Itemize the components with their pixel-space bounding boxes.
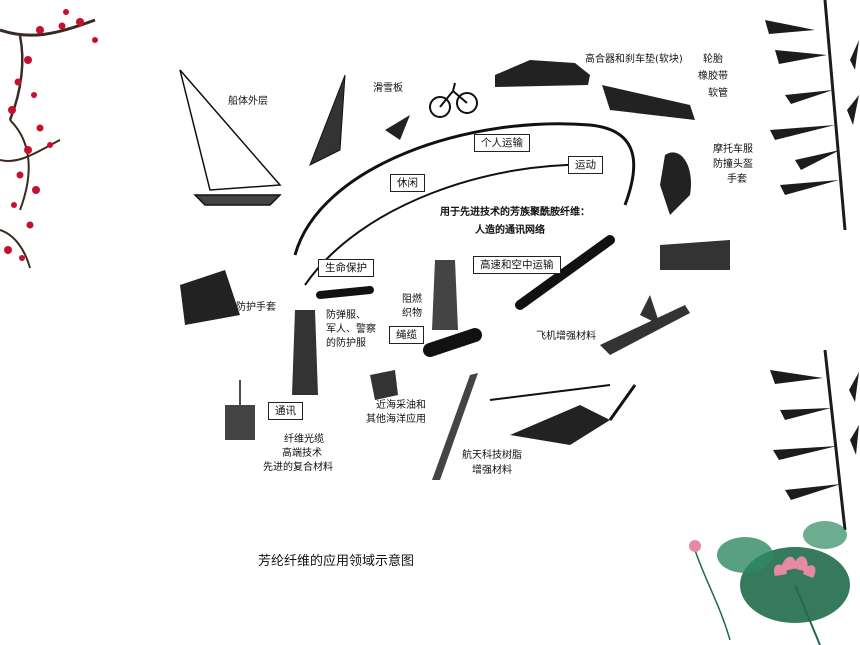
center-text-line1: 用于先进技术的芳族聚酰胺纤维： xyxy=(440,207,590,218)
airplane-drawing xyxy=(600,295,690,355)
helicopter-drawing xyxy=(489,384,637,445)
cable-roll xyxy=(423,328,482,357)
snowboard-drawing xyxy=(385,115,410,140)
offshore-drawing xyxy=(370,370,398,400)
label-bulletproof-3: 的防护服 xyxy=(326,338,366,349)
bamboo-decoration-top xyxy=(765,0,859,230)
soldier-drawing xyxy=(292,310,318,395)
rocket-drawing xyxy=(432,373,478,480)
outer-arc xyxy=(293,122,636,256)
label-brake-pads: 高合器和刹车垫(软块) xyxy=(585,54,683,65)
label-offshore-1: 近海采油和 xyxy=(376,400,426,411)
satellite-drawing xyxy=(225,380,255,440)
box-life-protection: 生命保护 xyxy=(318,259,374,277)
label-fiber-3: 先进的复合材料 xyxy=(263,462,333,473)
plum-blossom-decoration xyxy=(0,9,98,269)
box-personal-transport: 个人运输 xyxy=(474,134,530,152)
label-moto-gloves: 手套 xyxy=(727,174,747,185)
label-aircraft: 飞机增强材料 xyxy=(536,331,596,342)
box-leisure: 休闲 xyxy=(390,174,425,192)
bicycle-drawing xyxy=(429,82,478,118)
car-drawing xyxy=(495,60,590,87)
label-bulletproof-2: 军人、警察 xyxy=(326,324,376,335)
racecar-drawing xyxy=(602,85,695,120)
center-text-line2: 人造的通讯网络 xyxy=(475,225,545,236)
lotus-decoration xyxy=(689,521,850,645)
box-cable: 绳缆 xyxy=(389,326,424,344)
bamboo-decoration-bottom xyxy=(770,350,859,530)
firefighter-drawing xyxy=(432,260,458,330)
label-flame-2: 织物 xyxy=(402,308,422,319)
train-drawing xyxy=(660,240,730,270)
label-protective-gloves: 防护手套 xyxy=(236,302,276,313)
label-flame-1: 阻燃 xyxy=(402,294,422,305)
box-high-speed-air: 高速和空中运输 xyxy=(473,256,561,274)
label-tire: 轮胎 xyxy=(703,54,723,65)
motorcycle-drawing xyxy=(660,152,691,215)
label-hull: 船体外层 xyxy=(228,96,268,107)
life-tube xyxy=(316,286,374,299)
application-diagram xyxy=(179,60,730,480)
label-aerospace-2: 增强材料 xyxy=(472,465,512,476)
label-moto-suit: 摩托车服 xyxy=(713,144,753,155)
label-offshore-2: 其他海洋应用 xyxy=(366,414,426,425)
inner-arc xyxy=(304,163,601,286)
label-fiber-1: 纤维光缆 xyxy=(284,434,324,445)
figure-caption: 芳纶纤维的应用领域示意图 xyxy=(258,554,415,569)
label-rubber-belt: 橡胶带 xyxy=(698,71,728,82)
label-hose: 软管 xyxy=(708,88,728,99)
label-fiber-2: 高端技术 xyxy=(282,448,322,459)
windsurfer-drawing xyxy=(309,74,346,167)
glove-drawing xyxy=(180,270,240,325)
box-communication: 通讯 xyxy=(268,402,303,420)
transport-tube xyxy=(515,235,615,310)
label-snowboard: 滑雪板 xyxy=(373,83,403,94)
label-helmet: 防撞头盔 xyxy=(713,159,753,170)
label-aerospace-1: 航天科技树脂 xyxy=(462,450,522,461)
sailboat-drawing xyxy=(179,69,282,206)
label-bulletproof-1: 防弹服、 xyxy=(326,310,366,321)
box-sport: 运动 xyxy=(568,156,603,174)
